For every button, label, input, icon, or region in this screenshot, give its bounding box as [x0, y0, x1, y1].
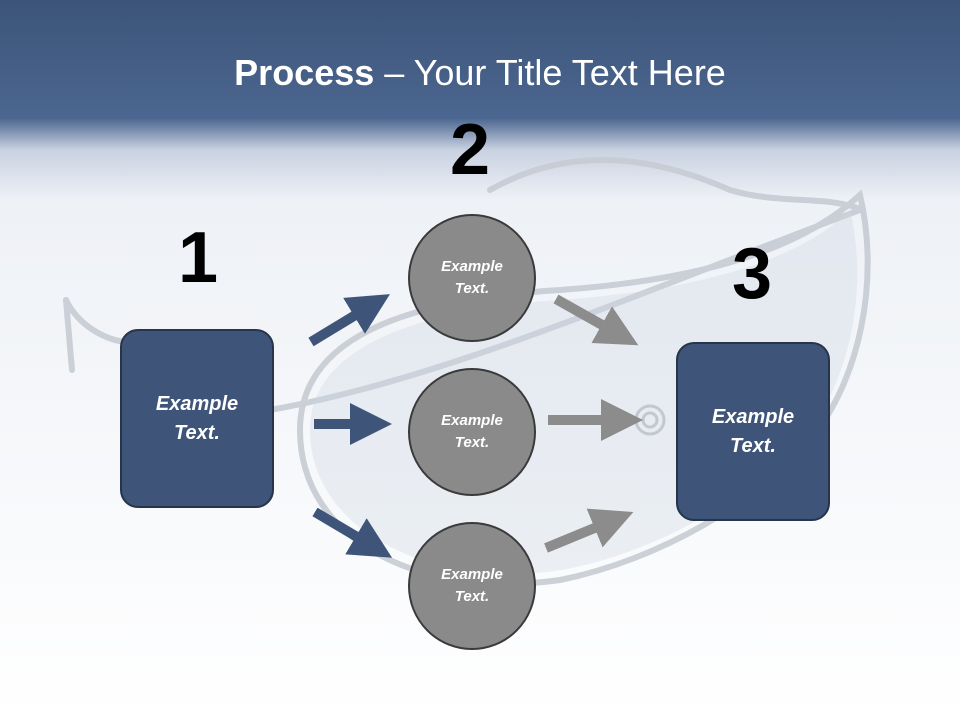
- step-box-3: Example Text.: [676, 342, 830, 521]
- middle-node-center-text: Example Text.: [441, 411, 503, 452]
- middle-node-bottom: Example Text.: [408, 522, 536, 650]
- arrow-box1-to-top: [308, 294, 390, 347]
- step-number-2: 2: [450, 110, 491, 190]
- step-box-3-text: Example Text.: [711, 405, 795, 457]
- step-box-1-text: Example Text.: [155, 392, 239, 444]
- middle-node-top-text: Example Text.: [441, 257, 503, 298]
- title-bold: Process: [234, 52, 375, 93]
- step-number-1: 1: [178, 218, 219, 298]
- step-box-1: Example Text.: [120, 329, 274, 508]
- arrow-box1-to-bottom: [312, 507, 393, 558]
- middle-node-bottom-text: Example Text.: [441, 565, 503, 606]
- title-rest: – Your Title Text Here: [374, 52, 726, 93]
- slide-title: Process – Your Title Text Here: [0, 52, 960, 94]
- arrow-bottom-to-box3: [544, 508, 634, 553]
- middle-node-top: Example Text.: [408, 214, 536, 342]
- step-number-3: 3: [732, 234, 773, 314]
- arrow-top-to-box3: [553, 294, 639, 346]
- middle-node-center: Example Text.: [408, 368, 536, 496]
